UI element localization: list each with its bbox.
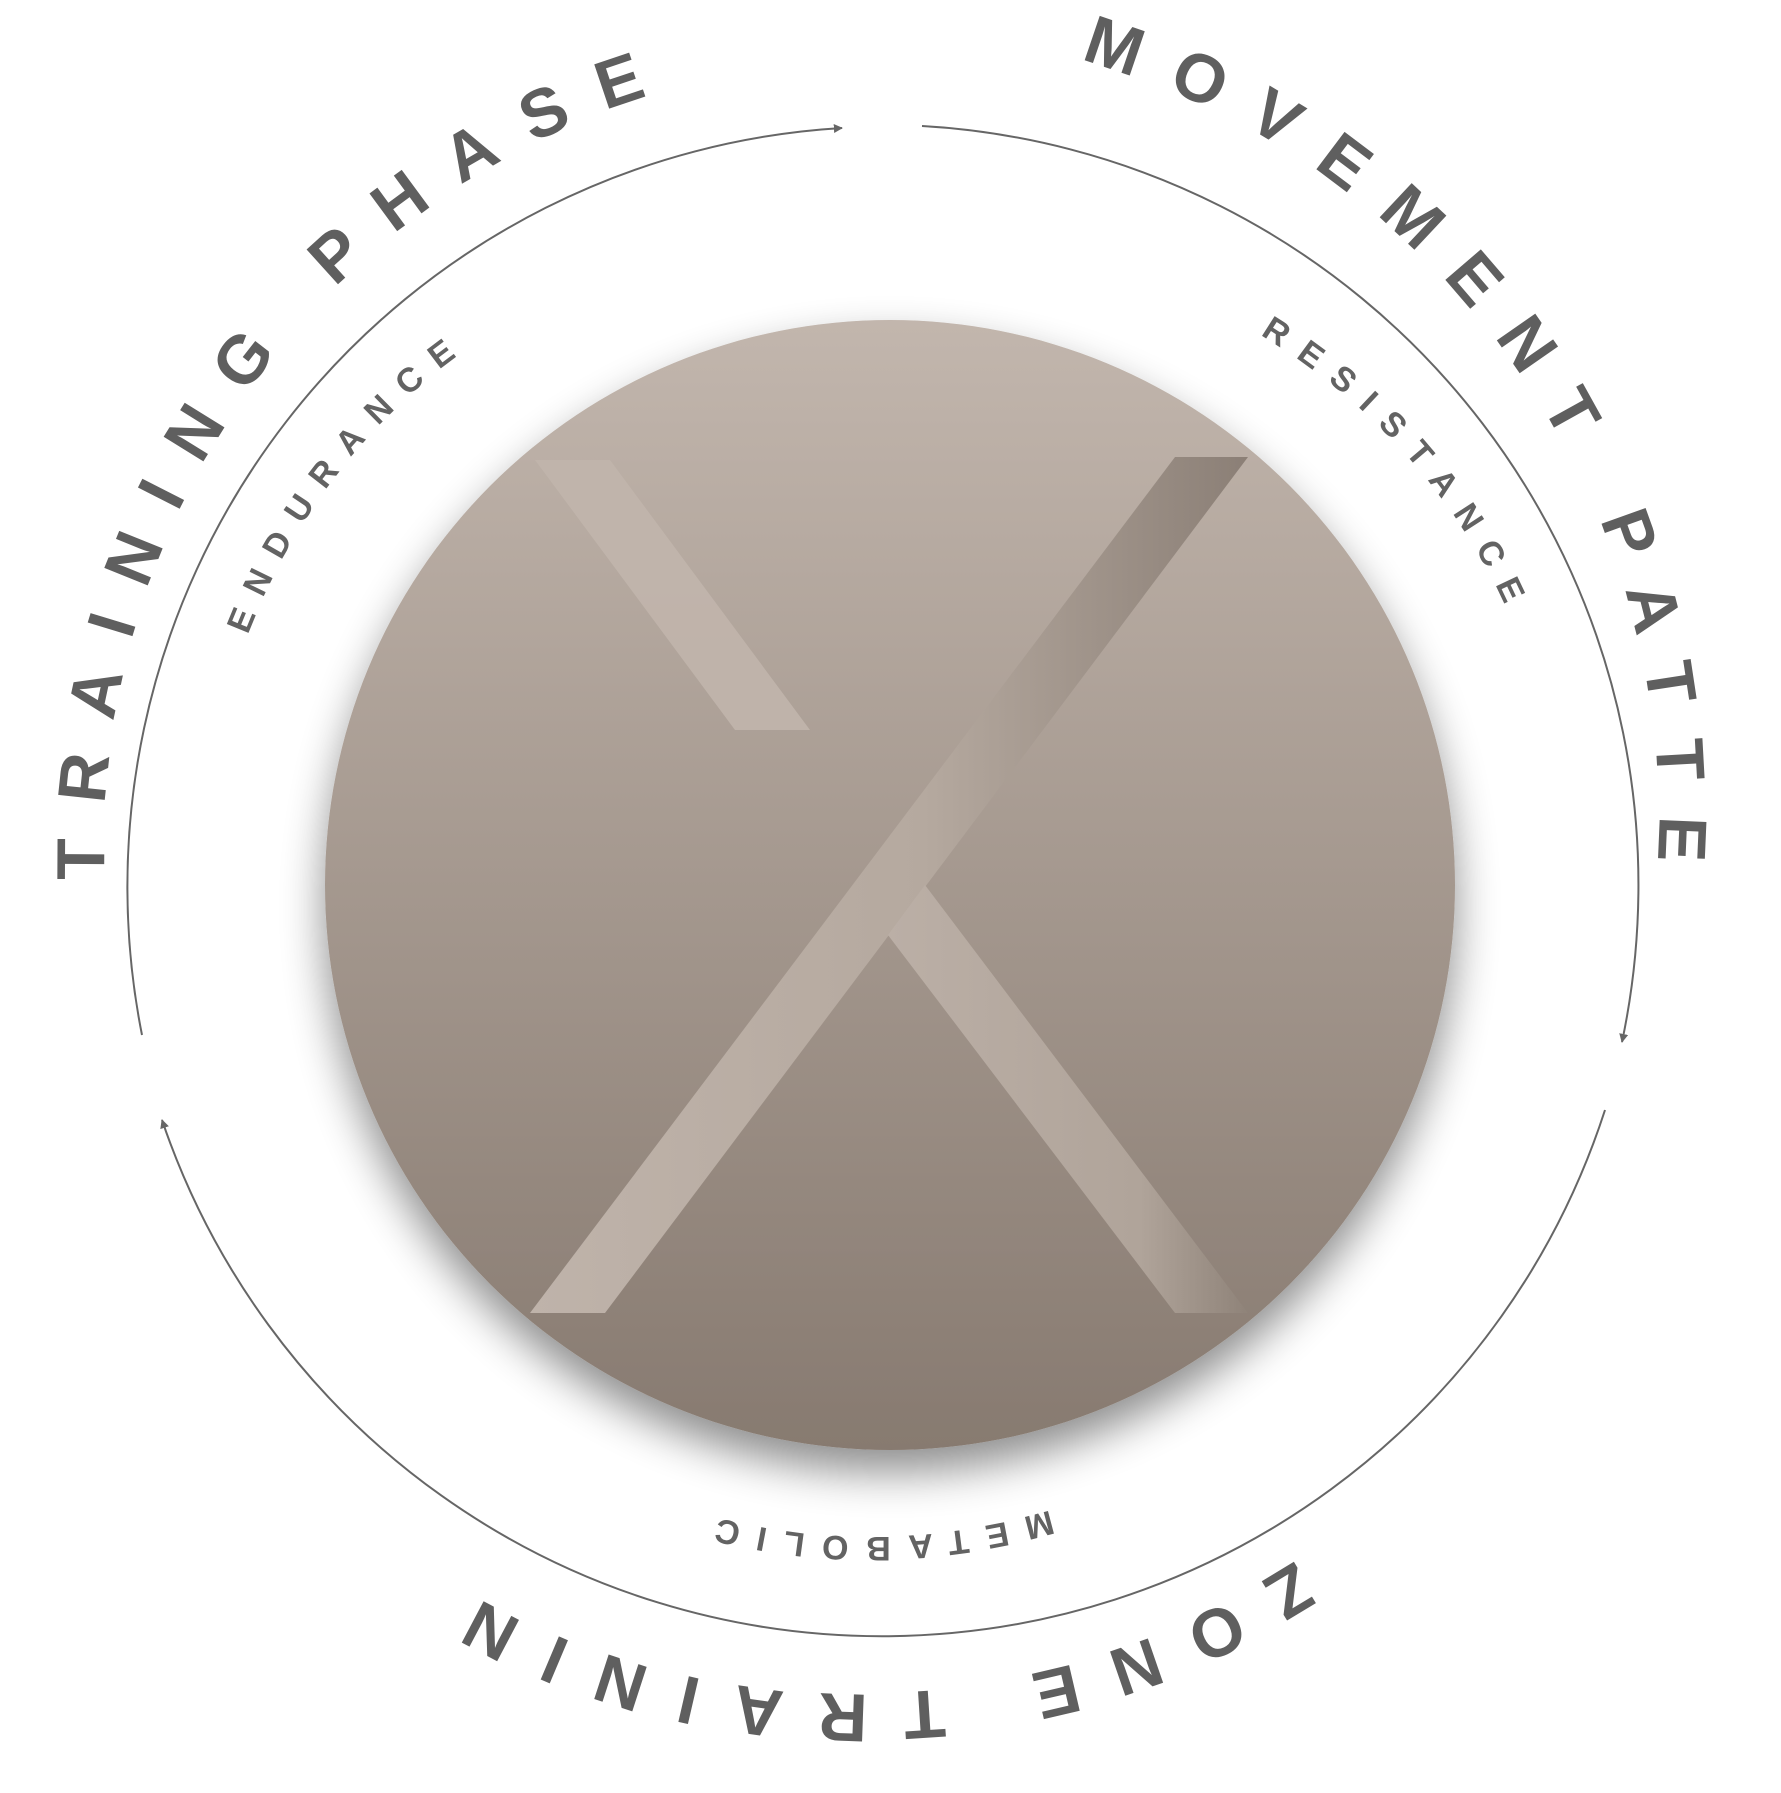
x-logo-upper-left-stroke bbox=[535, 460, 810, 730]
x-logo-long-stroke bbox=[530, 457, 1248, 1313]
cycle-arc-bottom bbox=[160, 1109, 1606, 1638]
x-logo bbox=[530, 457, 1248, 1313]
cycle-arc-top-left bbox=[126, 123, 843, 1036]
metabolic-label: METABOLIC bbox=[695, 1503, 1058, 1567]
cycle-arc-right bbox=[921, 125, 1640, 1043]
x-logo-lower-right-stroke bbox=[888, 885, 1248, 1313]
